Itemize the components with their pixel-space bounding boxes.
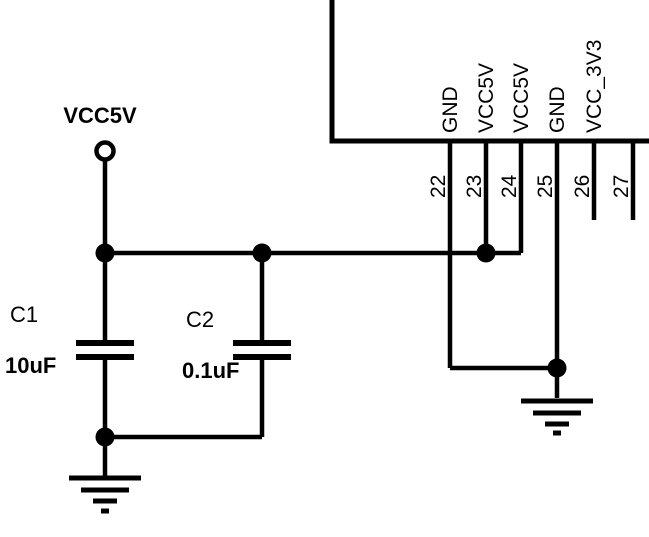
c2-value-label: 0.1uF xyxy=(182,358,239,383)
pin-23-name: VCC5V xyxy=(475,63,498,133)
ic-pin-24: 24 VCC5V xyxy=(498,63,533,253)
junction-vcc-pin23 xyxy=(476,243,496,263)
junction-gnd-pin25 xyxy=(547,358,567,378)
junction-vcc-c1 xyxy=(95,243,115,263)
ic-pin-22: 22 GND xyxy=(427,86,462,368)
c2-ref-label: C2 xyxy=(186,307,214,332)
capacitor-c2: C2 0.1uF xyxy=(182,307,291,383)
pin-26-number: 26 xyxy=(571,175,594,198)
junction-vcc-c2 xyxy=(252,243,272,263)
ic-pin-25: 25 GND xyxy=(534,86,569,398)
power-net-label: VCC5V xyxy=(63,103,137,128)
ic-pin-26: 26 VCC_3V3 xyxy=(571,40,606,220)
pin-26-name: VCC_3V3 xyxy=(583,40,606,133)
c1-ref-label: C1 xyxy=(10,302,38,327)
ground-symbol-left xyxy=(69,475,141,514)
c1-value-label: 10uF xyxy=(5,353,56,378)
ground-symbol-right xyxy=(521,398,593,436)
capacitor-c1: C1 10uF xyxy=(5,302,134,378)
power-terminal-circle xyxy=(94,140,116,162)
ic-body-outline xyxy=(329,0,649,144)
junction-gnd-left xyxy=(95,427,115,447)
ic-pin-23: 23 VCC5V xyxy=(463,63,498,253)
pin-24-number: 24 xyxy=(498,174,521,198)
pin-27-number: 27 xyxy=(610,175,633,198)
pin-25-number: 25 xyxy=(534,175,557,198)
ic-pin-27: 27 xyxy=(610,141,636,220)
pin-25-name: GND xyxy=(546,86,569,133)
pin-23-number: 23 xyxy=(463,175,486,198)
pin-22-name: GND xyxy=(439,86,462,133)
pin-22-number: 22 xyxy=(427,175,450,198)
pin-24-name: VCC5V xyxy=(510,63,533,133)
power-terminal-vcc5v: VCC5V xyxy=(63,103,137,162)
junction-dots xyxy=(95,243,567,447)
